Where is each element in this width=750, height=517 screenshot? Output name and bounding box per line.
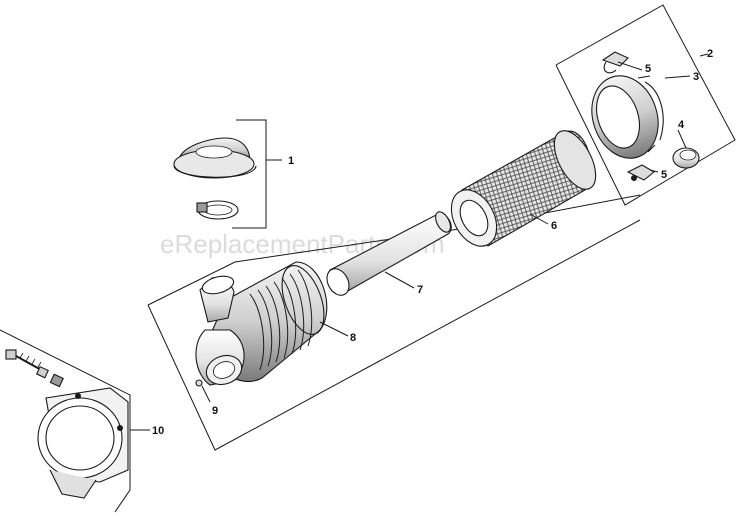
clip-lower — [626, 164, 655, 181]
callout-8: 8 — [350, 332, 356, 344]
vacuator-fitting — [195, 379, 203, 387]
bracket-frame — [0, 329, 131, 513]
callout-1: 1 — [288, 155, 294, 167]
callout-9: 9 — [212, 405, 218, 417]
bracket-bolt — [5, 349, 64, 388]
hose-clamp — [196, 200, 239, 220]
precleaner-cap — [173, 137, 257, 179]
callout-5-lower: 5 — [661, 169, 667, 181]
callout-6: 6 — [551, 220, 557, 232]
leader-lines — [130, 53, 709, 431]
callout-labels: 1 2 3 4 5 5 6 7 8 9 10 — [152, 48, 713, 437]
callout-4: 4 — [678, 119, 685, 131]
cover-assembly-frame — [555, 4, 736, 206]
mounting-bracket — [5, 349, 129, 499]
inner-filter-tube — [326, 211, 452, 296]
housing-assembly-frame — [147, 194, 641, 451]
callout-2: 2 — [707, 48, 713, 60]
primary-filter-element — [450, 130, 597, 247]
clip-upper — [601, 51, 629, 74]
callout-7: 7 — [417, 284, 423, 296]
evacuator-valve — [672, 147, 700, 169]
callout-10: 10 — [152, 425, 164, 437]
air-cleaner-housing — [195, 261, 328, 386]
callout-3: 3 — [693, 71, 699, 83]
housing-ribs — [249, 269, 313, 371]
callout-5-upper: 5 — [645, 63, 651, 75]
cover — [591, 75, 664, 159]
cap-bracket-frame — [232, 119, 282, 229]
